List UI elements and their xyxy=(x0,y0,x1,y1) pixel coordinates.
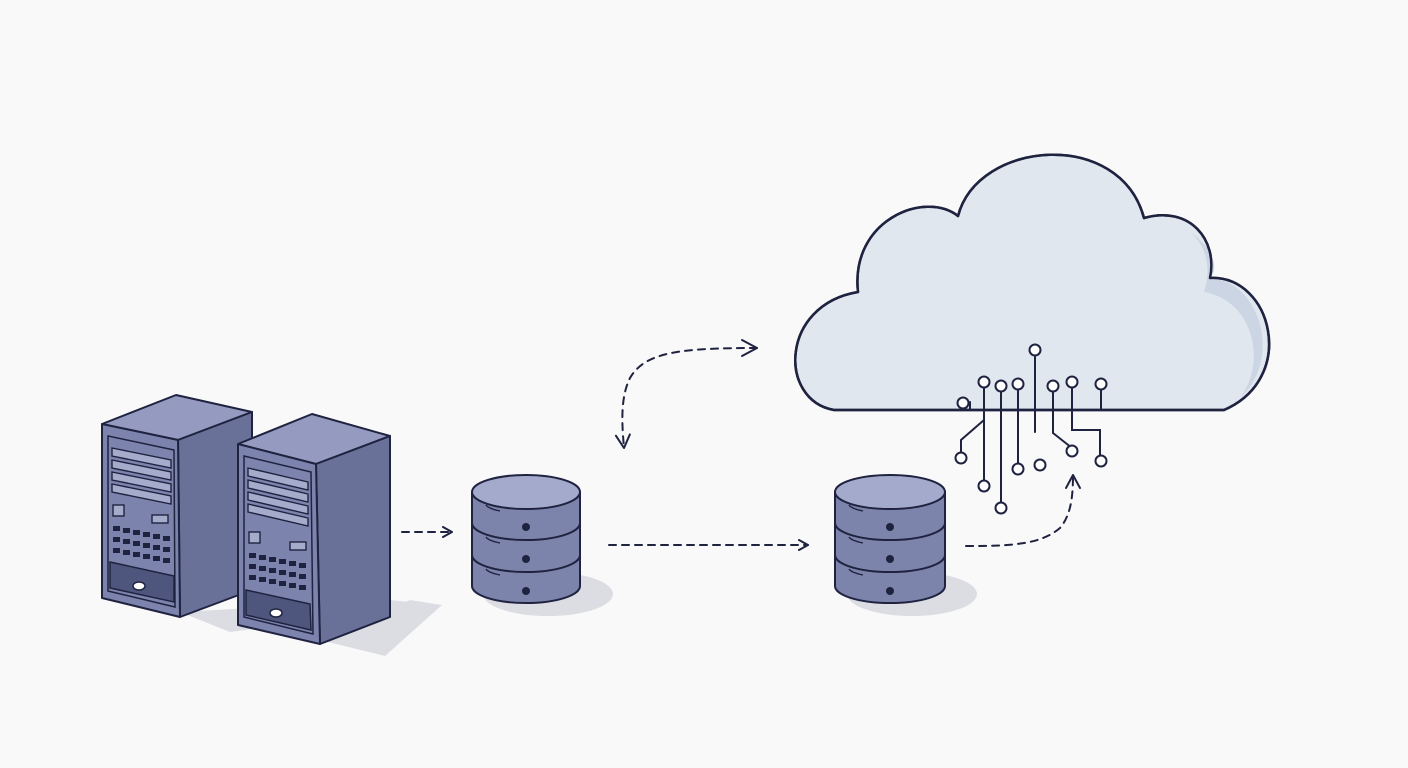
database-2-led-icon xyxy=(886,555,894,563)
server-rack-2-shadow xyxy=(320,600,442,656)
database-2-led-icon xyxy=(886,523,894,531)
arrow-cloud-to-database-1 xyxy=(614,347,758,449)
server-rack-1-indicator-icon xyxy=(112,504,125,517)
connectors xyxy=(401,339,1081,551)
cloud-shade xyxy=(1190,232,1263,398)
cloud-circuit-icon xyxy=(960,356,1102,503)
database-1-led-icon xyxy=(522,587,530,595)
database-1-led-icon xyxy=(522,523,530,531)
arrow-head-cloud-side-icon xyxy=(741,339,758,357)
server-rack-2 xyxy=(237,413,442,656)
database-2-led-icon xyxy=(886,587,894,595)
server-rack-1-drive-icon xyxy=(132,581,146,591)
server-rack-1-vent-icon xyxy=(111,447,172,505)
database-1 xyxy=(471,474,613,616)
server-rack-2-drive-icon xyxy=(269,608,283,618)
arrow-database-2-to-cloud xyxy=(965,474,1081,547)
database-2 xyxy=(834,474,977,616)
database-1-led-icon xyxy=(522,555,530,563)
server-rack-1-keypad-icon xyxy=(113,526,170,563)
server-rack-2-keypad-icon xyxy=(249,553,306,590)
cloud-circuit-node-icon xyxy=(954,343,1108,515)
server-rack-2-vent-icon xyxy=(247,467,309,527)
cloud-shape xyxy=(794,153,1271,412)
cloud xyxy=(794,153,1271,515)
server-rack-2-indicator-icon xyxy=(248,531,261,544)
database-1-top xyxy=(471,474,581,510)
database-2-top xyxy=(834,474,946,510)
